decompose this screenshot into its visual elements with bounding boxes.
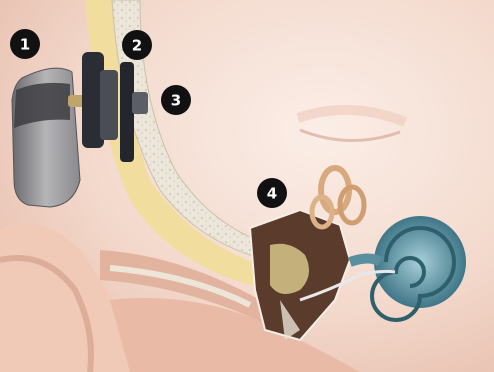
callout-2: 2: [122, 30, 152, 60]
callout-3-number: 3: [171, 92, 181, 110]
callout-4-number: 4: [267, 185, 277, 203]
callout-1: 1: [10, 29, 40, 59]
callout-3: 3: [161, 85, 191, 115]
callout-2-number: 2: [132, 37, 142, 55]
callout-4: 4: [257, 178, 287, 208]
callout-1-number: 1: [20, 36, 30, 54]
